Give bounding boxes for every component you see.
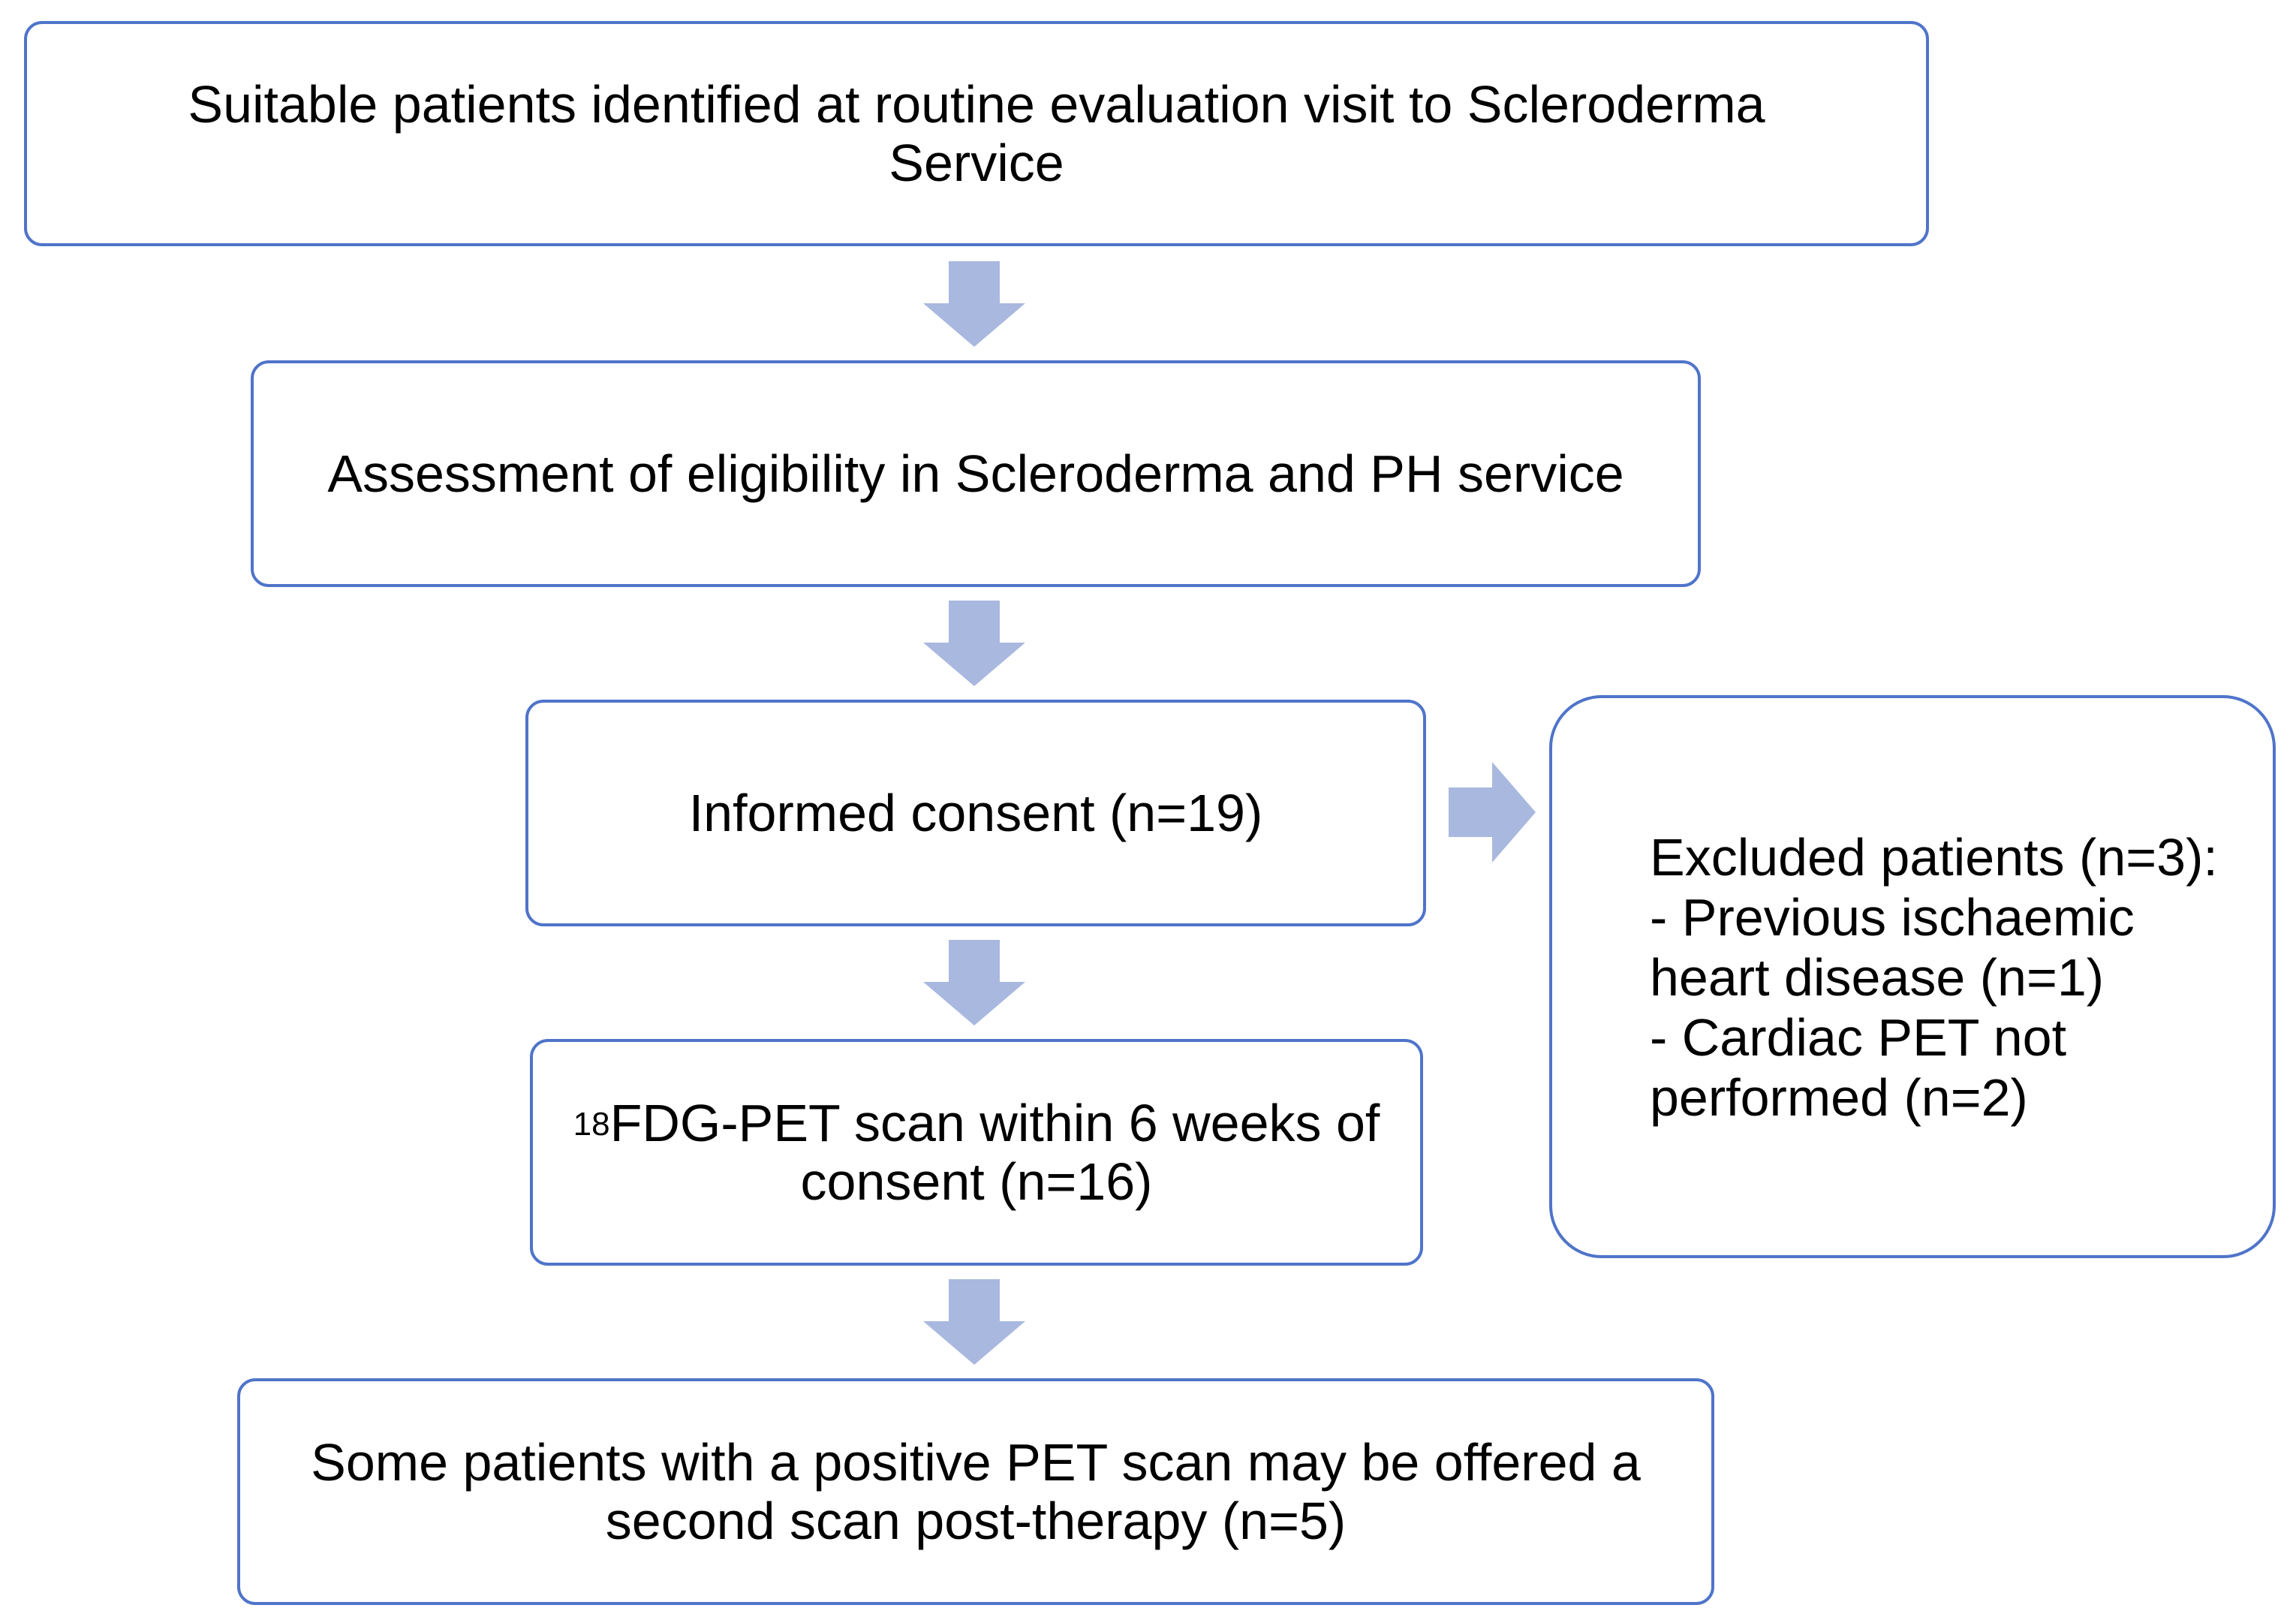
down-arrow-3 xyxy=(923,940,1025,1025)
step-identify-patients: Suitable patients identified at routine … xyxy=(24,21,1929,246)
right-arrow-exclusion xyxy=(1449,762,1536,863)
step-informed-consent: Informed consent (n=19) xyxy=(525,700,1426,926)
down-arrow-2 xyxy=(923,601,1025,686)
step-informed-consent-text: Informed consent (n=19) xyxy=(688,784,1263,842)
step-eligibility-assessment: Assessment of eligibility in Scleroderma… xyxy=(251,360,1701,587)
step-fdg-pet-scan-text: 18FDG-PET scan within 6 weeks of consent… xyxy=(541,1094,1412,1211)
down-arrow-1 xyxy=(923,261,1025,347)
excluded-reason-ischaemic: - Previous ischaemic heart disease (n=1) xyxy=(1650,888,2135,1007)
step-fdg-pet-scan-label: FDG-PET scan within 6 weeks of consent (… xyxy=(609,1094,1380,1211)
excluded-reason-pet-not-performed: - Cardiac PET not performed (n=2) xyxy=(1650,1008,2067,1127)
step-identify-patients-text: Suitable patients identified at routine … xyxy=(188,75,1765,192)
down-arrow-4 xyxy=(923,1279,1025,1365)
excluded-patients-list: Excluded patients (n=3): - Previous isch… xyxy=(1650,827,2218,1128)
step-fdg-pet-scan: 18FDG-PET scan within 6 weeks of consent… xyxy=(530,1039,1423,1266)
step-second-scan-text: Some patients with a positive PET scan m… xyxy=(311,1433,1641,1550)
excluded-patients-title: Excluded patients (n=3): xyxy=(1650,828,2218,887)
step-second-scan: Some patients with a positive PET scan m… xyxy=(237,1378,1714,1605)
isotope-superscript: 18 xyxy=(573,1106,610,1143)
excluded-patients-box: Excluded patients (n=3): - Previous isch… xyxy=(1549,695,2276,1258)
step-eligibility-assessment-text: Assessment of eligibility in Scleroderma… xyxy=(327,444,1624,503)
